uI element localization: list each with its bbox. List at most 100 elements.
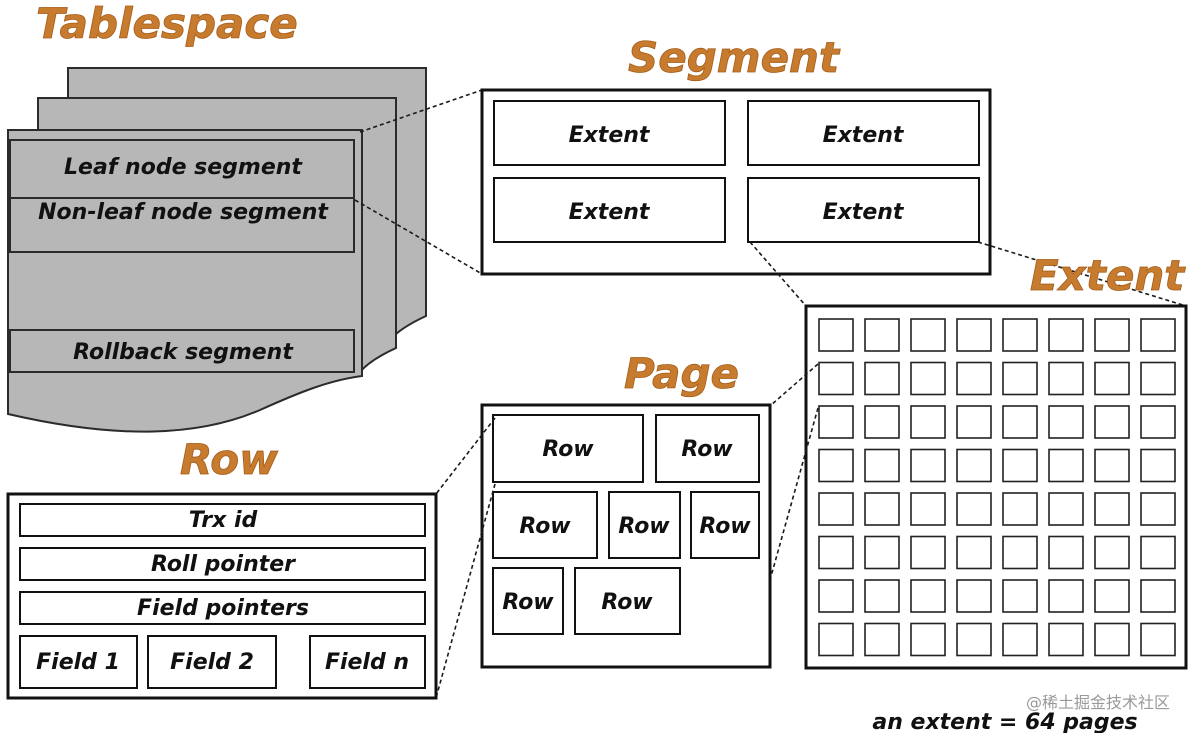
extent-page-cell [1094, 318, 1130, 352]
extent-page-cell [1140, 535, 1176, 570]
page-row-1-label: Row [542, 437, 594, 462]
extent-page-cell [1094, 448, 1130, 483]
non-leaf-node-segment-band [9, 197, 355, 253]
extent-page-cell [864, 448, 900, 483]
row-column-field-n-label: Field n [325, 650, 409, 675]
extent-page-cell [910, 361, 946, 396]
extent-page-cell [818, 492, 854, 526]
row-field-field-pointers [19, 591, 426, 625]
extent-page-cell [1002, 492, 1038, 526]
segment-extent-2 [747, 100, 980, 166]
extent-page-cell [1048, 318, 1084, 352]
extent-page-cell [1094, 492, 1130, 526]
page-row-5 [690, 491, 760, 559]
page-row-2 [655, 414, 760, 483]
page-row-1 [492, 414, 644, 483]
extent-page-cell [1002, 448, 1038, 483]
extent-page-cell [864, 579, 900, 613]
extent-page-cell [1094, 535, 1130, 570]
extent-page-cell [1094, 405, 1130, 439]
extent-page-cell [1140, 318, 1176, 352]
extent-heading: Extent [1030, 251, 1186, 300]
extent-page-cell [818, 579, 854, 613]
extent-container [804, 304, 1188, 670]
extent-page-grid [818, 318, 1176, 657]
extent-page-cell [956, 361, 992, 396]
row-box: Trx id Roll pointer Field pointers Field… [6, 492, 438, 700]
page-box: Row Row Row Row Row Row Row [480, 403, 772, 669]
page-row-3-label: Row [519, 514, 571, 539]
watermark-text: @稀土掘金技术社区 [1026, 693, 1170, 712]
extent-page-cell [1048, 448, 1084, 483]
extent-page-cell [956, 405, 992, 439]
segment-extent-1-label: Extent [569, 123, 651, 148]
connector-segment-extent-left [749, 241, 807, 307]
extent-page-cell [864, 535, 900, 570]
row-field-field-pointers-label: Field pointers [137, 596, 309, 621]
page-row-6 [492, 567, 564, 635]
page-row-6-label: Row [502, 590, 554, 615]
leaf-node-segment-label: Leaf node segment [64, 155, 303, 180]
extent-page-cell [1002, 535, 1038, 570]
extent-page-cell [956, 448, 992, 483]
connector-segment-extent-right [977, 241, 1187, 307]
connector-tablespace-segment-top [359, 89, 483, 133]
tablespace-stack: Leaf node segment Non-leaf node segment … [7, 67, 427, 433]
extent-page-cell [910, 579, 946, 613]
segment-heading: Segment [628, 33, 841, 82]
extent-page-cell [910, 535, 946, 570]
extent-page-cell [1002, 579, 1038, 613]
connector-page-row-top [435, 417, 496, 495]
segment-extent-3-label: Extent [569, 200, 651, 225]
page-row-4 [608, 491, 681, 559]
extent-page-cell [910, 622, 946, 657]
page-row-7-label: Row [601, 590, 653, 615]
row-field-trx-id-label: Trx id [189, 508, 258, 533]
extent-page-cell [1140, 361, 1176, 396]
row-field-roll-pointer-label: Roll pointer [151, 552, 296, 577]
row-column-field-2-label: Field 2 [170, 650, 254, 675]
connector-extent-page-top [769, 363, 819, 407]
extent-page-cell [818, 405, 854, 439]
extent-page-cell [910, 405, 946, 439]
row-field-roll-pointer [19, 547, 426, 581]
page-row-5-label: Row [699, 514, 751, 539]
extent-page-cell [1140, 579, 1176, 613]
extent-page-cell [1140, 405, 1176, 439]
extent-page-cell [1048, 535, 1084, 570]
extent-page-cell [956, 535, 992, 570]
extent-page-cell [818, 622, 854, 657]
connector-extent-page-bottom [769, 407, 819, 581]
extent-page-cell [1002, 318, 1038, 352]
extent-page-cell [1140, 622, 1176, 657]
extent-page-cell [1140, 448, 1176, 483]
row-heading: Row [180, 435, 278, 484]
segment-extent-2-label: Extent [823, 123, 905, 148]
row-field-trx-id [19, 503, 426, 537]
rollback-segment-band [9, 329, 355, 373]
extent-page-cell [910, 448, 946, 483]
extent-page-cell [818, 448, 854, 483]
extent-page-cell [1048, 361, 1084, 396]
extent-page-cell [864, 622, 900, 657]
extent-page-cell [818, 535, 854, 570]
row-column-field-n [309, 635, 426, 689]
extent-page-cell [864, 361, 900, 396]
extent-page-cell [956, 492, 992, 526]
extent-page-cell [864, 492, 900, 526]
page-row-2-label: Row [681, 437, 733, 462]
extent-page-cell [956, 622, 992, 657]
extent-page-cell [1002, 405, 1038, 439]
tablespace-heading: Tablespace [36, 0, 298, 48]
row-column-field-1-label: Field 1 [36, 650, 120, 675]
segment-extent-1 [493, 100, 726, 166]
extent-page-cell [864, 405, 900, 439]
page-heading: Page [624, 349, 739, 398]
extent-page-cell [956, 579, 992, 613]
leaf-node-segment-band [9, 139, 355, 199]
extent-page-cell [1002, 622, 1038, 657]
connector-tablespace-segment-bottom [354, 199, 483, 275]
segment-extent-4 [747, 177, 980, 243]
page-row-3 [492, 491, 598, 559]
